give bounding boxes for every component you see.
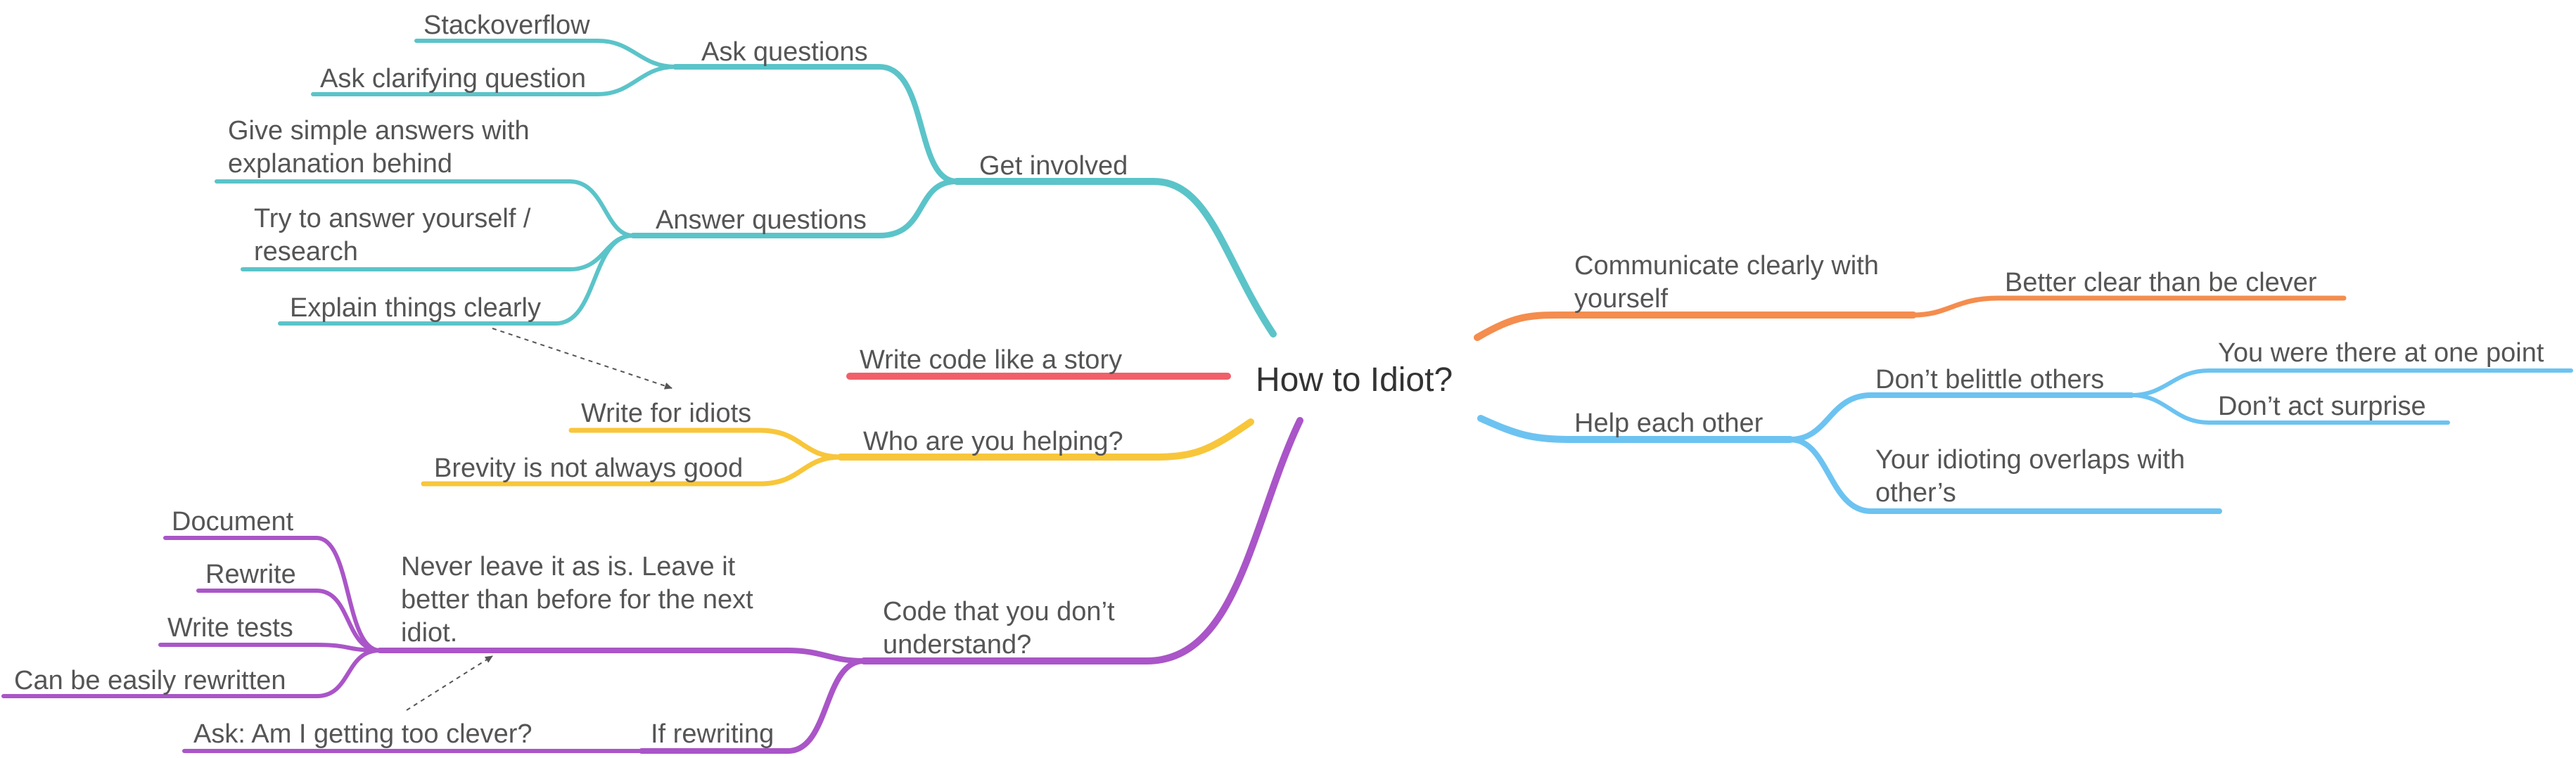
branch-write-code: Write code like a story bbox=[846, 345, 1231, 380]
node-ask-clarifying-question[interactable]: Ask clarifying question bbox=[320, 64, 586, 94]
node-stackoverflow[interactable]: Stackoverflow bbox=[423, 11, 590, 40]
connector-if-rewriting bbox=[639, 658, 867, 754]
node-document[interactable]: Document bbox=[172, 507, 294, 537]
relationship-arrow-clever-to-never-leave bbox=[406, 655, 493, 711]
connector-overlaps bbox=[1787, 437, 2222, 514]
node-never-leave-it-as-is[interactable]: Never leave it as is. Leave it better th… bbox=[401, 552, 760, 648]
connector-dont-act-surprise bbox=[2129, 393, 2450, 425]
node-if-rewriting[interactable]: If rewriting bbox=[651, 719, 774, 749]
node-try-to-answer[interactable]: Try to answer yourself / research bbox=[254, 204, 538, 266]
node-write-code-like-a-story[interactable]: Write code like a story bbox=[860, 345, 1122, 375]
branch-get-involved: Get involved Ask questions Stackoverflow… bbox=[215, 11, 1277, 338]
node-answer-questions[interactable]: Answer questions bbox=[656, 205, 867, 235]
connector-ask-questions bbox=[672, 64, 959, 184]
node-ask-am-i-getting-too-clever[interactable]: Ask: Am I getting too clever? bbox=[193, 719, 533, 749]
node-ask-questions[interactable]: Ask questions bbox=[701, 37, 868, 67]
connector-get-involved bbox=[953, 178, 1277, 338]
connector-rewrite bbox=[196, 589, 382, 653]
node-you-were-there[interactable]: You were there at one point bbox=[2218, 338, 2544, 368]
connector-stackoverflow bbox=[414, 39, 677, 69]
branch-code-dont-understand: Code that you don’t understand? Never le… bbox=[1, 417, 1303, 754]
node-write-for-idiots[interactable]: Write for idiots bbox=[581, 399, 751, 428]
branch-communicate: Communicate clearly with yourself Better… bbox=[1474, 251, 2347, 341]
node-idioting-overlaps[interactable]: Your idioting overlaps with other’s bbox=[1875, 445, 2193, 508]
node-explain-things-clearly[interactable]: Explain things clearly bbox=[290, 293, 541, 323]
node-rewrite[interactable]: Rewrite bbox=[205, 560, 296, 589]
connector-you-were-there bbox=[2129, 368, 2573, 397]
connector-code-dont-understand bbox=[860, 417, 1303, 664]
connector-better-clear bbox=[1911, 295, 2347, 318]
node-dont-act-surprise[interactable]: Don’t act surprise bbox=[2218, 392, 2426, 421]
connector-document bbox=[163, 536, 382, 653]
node-code-you-dont-understand[interactable]: Code that you don’t understand? bbox=[883, 597, 1122, 660]
node-write-tests[interactable]: Write tests bbox=[167, 613, 293, 643]
central-topic[interactable]: How to Idiot? bbox=[1256, 361, 1453, 399]
connector-answer-questions bbox=[630, 179, 959, 238]
node-who-are-you-helping[interactable]: Who are you helping? bbox=[863, 427, 1123, 456]
connector-never-leave bbox=[377, 648, 867, 664]
connector-give-simple bbox=[215, 179, 635, 238]
branch-help-each-other: Help each other Don’t belittle others Yo… bbox=[1477, 338, 2573, 514]
node-communicate-clearly[interactable]: Communicate clearly with yourself bbox=[1574, 251, 1886, 314]
connector-explain-clearly bbox=[278, 233, 635, 326]
connector-easily-rewritten bbox=[1, 648, 382, 698]
relationship-arrow-explain-to-idiots bbox=[492, 328, 672, 390]
connector-who-helping bbox=[837, 418, 1254, 461]
connector-brevity bbox=[421, 454, 843, 487]
node-can-be-easily-rewritten[interactable]: Can be easily rewritten bbox=[14, 666, 286, 695]
node-dont-belittle-others[interactable]: Don’t belittle others bbox=[1875, 365, 2104, 394]
branch-who-helping: Who are you helping? Write for idiots Br… bbox=[421, 399, 1254, 487]
node-help-each-other[interactable]: Help each other bbox=[1574, 409, 1764, 438]
node-better-clear-than-clever[interactable]: Better clear than be clever bbox=[2005, 268, 2317, 297]
connector-help-each-other bbox=[1477, 415, 1794, 443]
node-give-simple-answers[interactable]: Give simple answers with explanation beh… bbox=[228, 116, 537, 179]
node-brevity-not-always-good[interactable]: Brevity is not always good bbox=[434, 454, 743, 483]
connector-dont-belittle bbox=[1787, 392, 2134, 442]
connector-write-tests bbox=[158, 643, 382, 653]
connector-communicate bbox=[1474, 311, 1917, 341]
connector-ask-clarifying bbox=[311, 65, 677, 96]
node-get-involved[interactable]: Get involved bbox=[979, 151, 1128, 181]
